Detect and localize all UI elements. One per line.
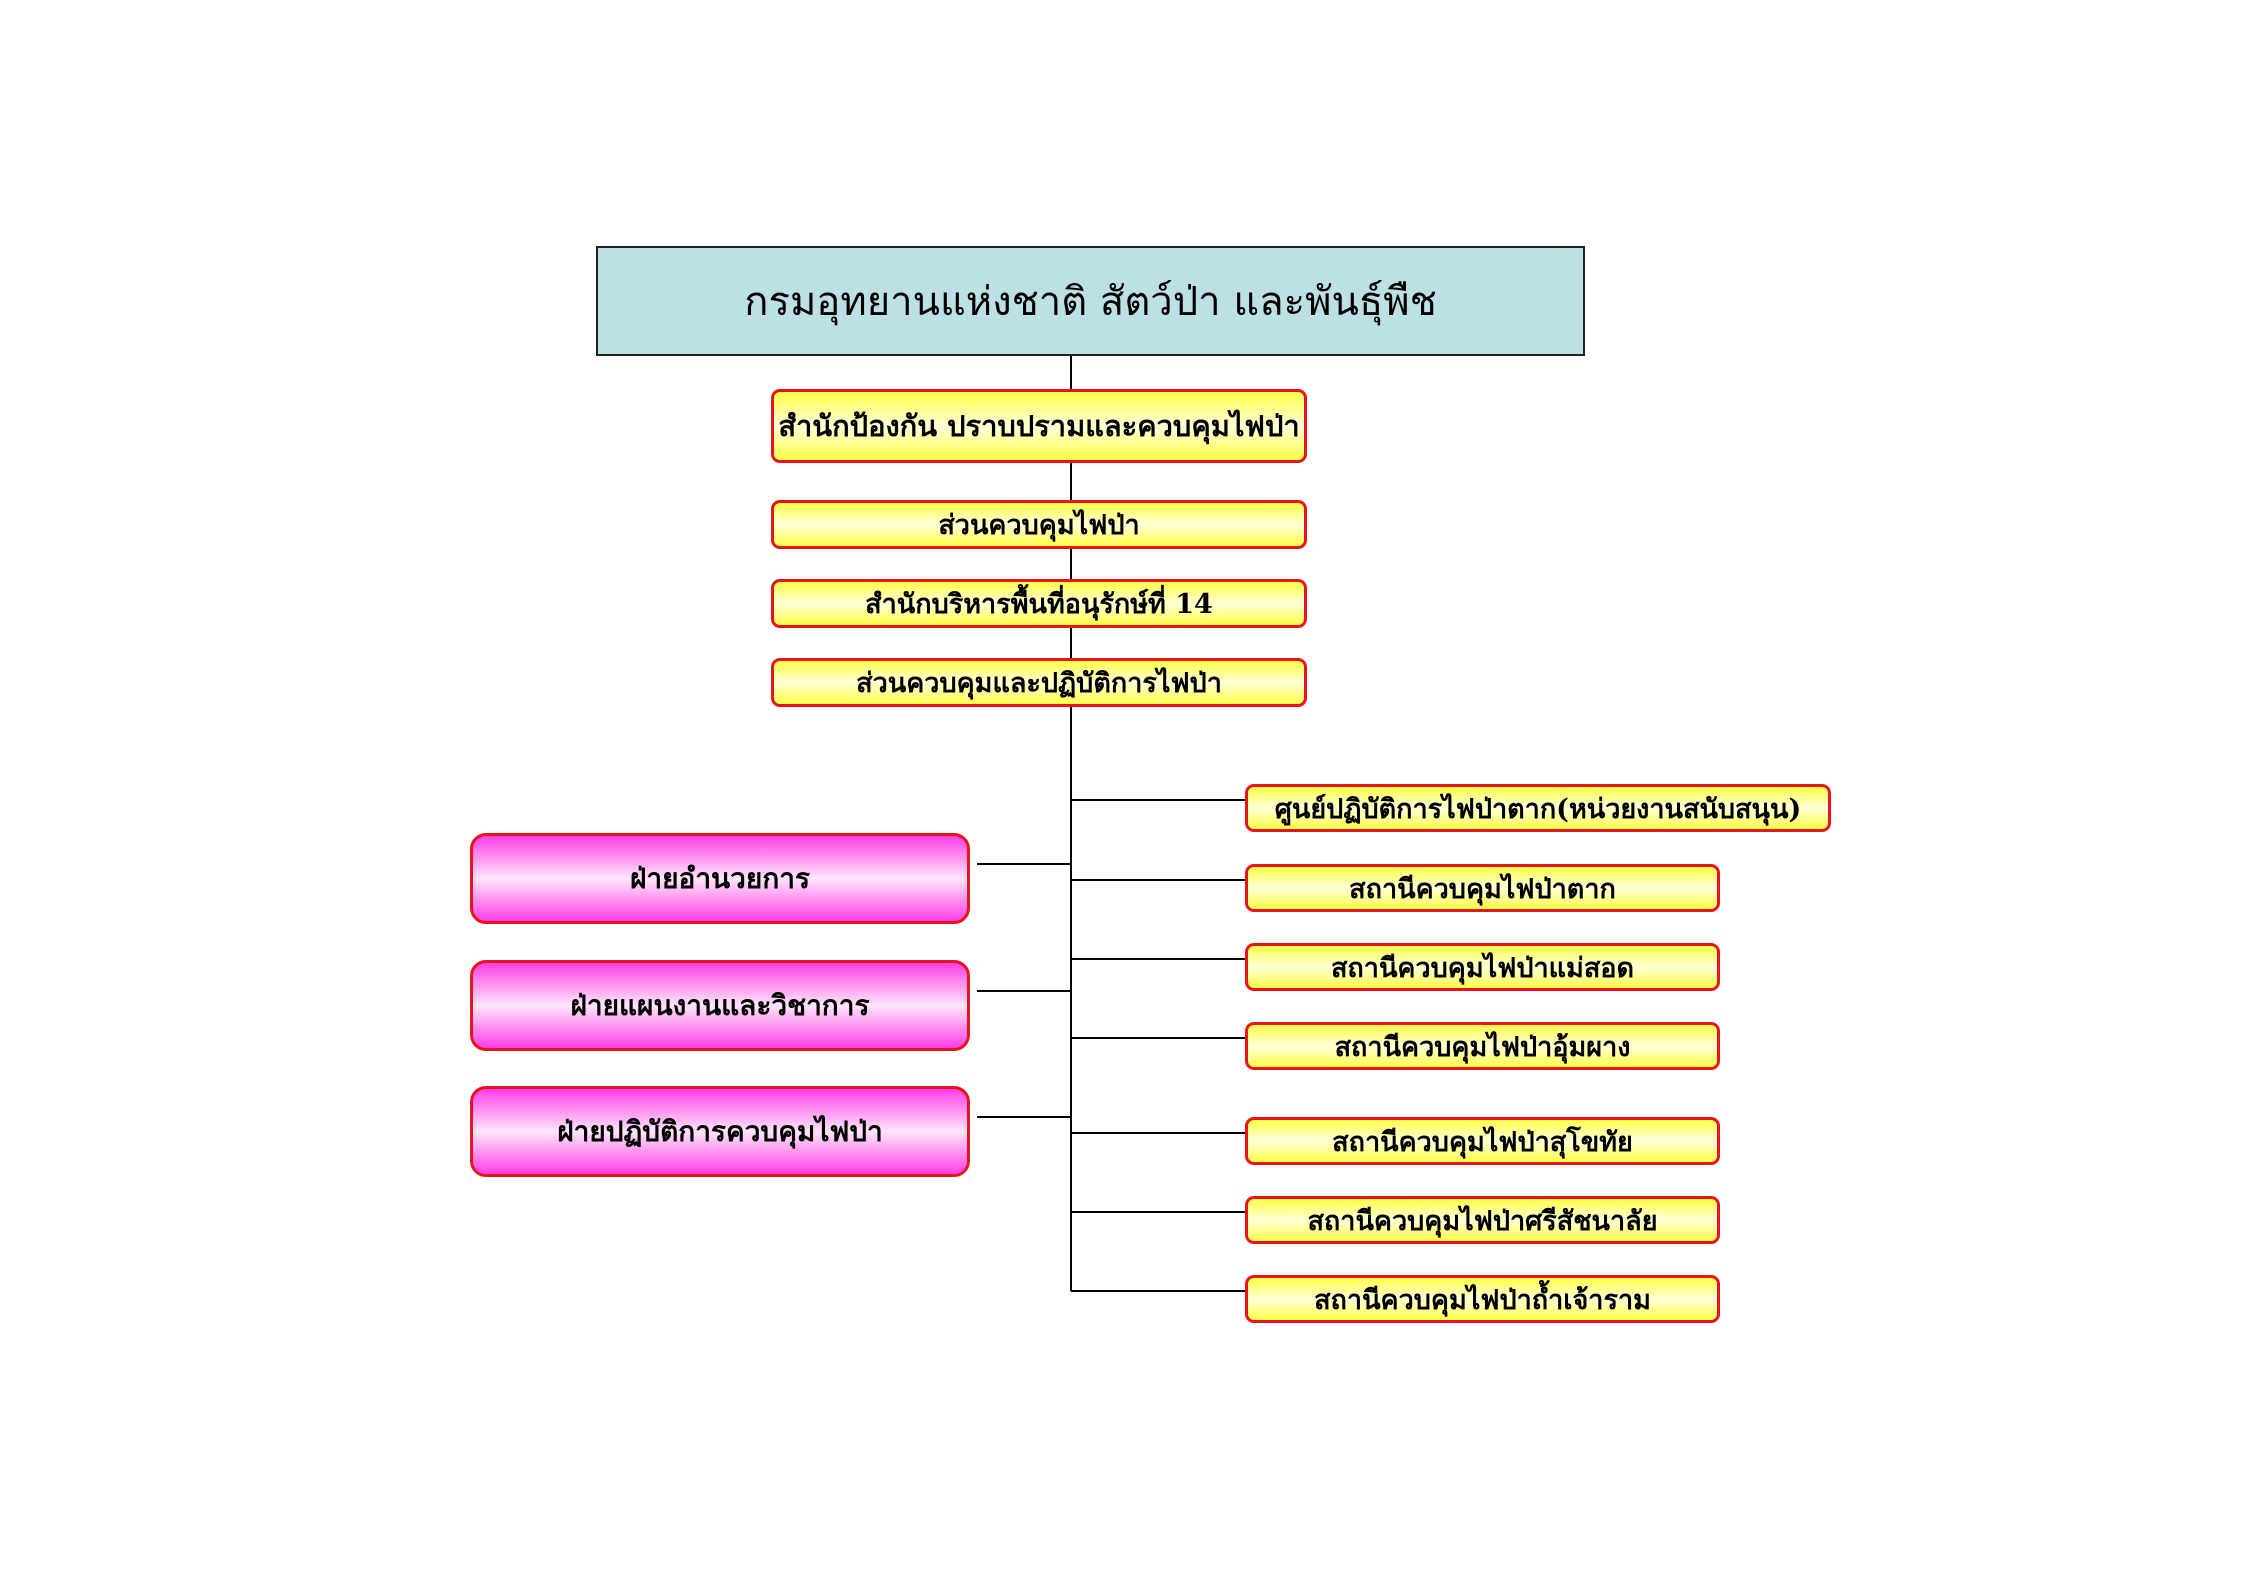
station-box: ศูนย์ปฏิบัติการไฟป่าตาก(หน่วยงานสนับสนุน… [1245,784,1831,832]
fire-control-division-label: ส่วนควบคุมไฟป่า [938,510,1140,541]
station-label: สถานีควบคุมไฟป่าถ้ำเจ้าราม [1314,1284,1651,1316]
conservation-area-office-label: สำนักบริหารพื้นที่อนุรักษ์ที่ 14 [865,589,1213,620]
section-label: ฝ่ายแผนงานและวิชาการ [570,988,870,1022]
station-label: สถานีควบคุมไฟป่าสุโขทัย [1332,1126,1633,1158]
fire-operations-division-label: ส่วนควบคุมและปฏิบัติการไฟป่า [856,668,1222,699]
station-box: สถานีควบคุมไฟป่าถ้ำเจ้าราม [1245,1275,1720,1323]
station-box: สถานีควบคุมไฟป่าแม่สอด [1245,943,1720,991]
station-box: สถานีควบคุมไฟป่าศรีสัชนาลัย [1245,1196,1720,1244]
bureau-box: สำนักป้องกัน ปราบปรามและควบคุมไฟป่า [771,389,1307,463]
fire-control-division-box: ส่วนควบคุมไฟป่า [771,500,1307,549]
station-box: สถานีควบคุมไฟป่าสุโขทัย [1245,1117,1720,1165]
section-label: ฝ่ายอำนวยการ [629,861,811,895]
section-box: ฝ่ายแผนงานและวิชาการ [470,960,970,1051]
station-label: สถานีควบคุมไฟป่าแม่สอด [1330,952,1635,984]
bureau-label: สำนักป้องกัน ปราบปรามและควบคุมไฟป่า [778,409,1300,443]
section-label: ฝ่ายปฏิบัติการควบคุมไฟป่า [557,1114,883,1148]
station-box: สถานีควบคุมไฟป่าตาก [1245,864,1720,912]
section-box: ฝ่ายอำนวยการ [470,833,970,924]
station-label: สถานีควบคุมไฟป่าศรีสัชนาลัย [1307,1205,1658,1237]
department-box: กรมอุทยานแห่งชาติ สัตว์ป่า และพันธุ์พืช [596,246,1585,356]
station-box: สถานีควบคุมไฟป่าอุ้มผาง [1245,1022,1720,1070]
fire-operations-division-box: ส่วนควบคุมและปฏิบัติการไฟป่า [771,658,1307,707]
station-label: สถานีควบคุมไฟป่าตาก [1349,873,1616,905]
section-box: ฝ่ายปฏิบัติการควบคุมไฟป่า [470,1086,970,1177]
department-label: กรมอุทยานแห่งชาติ สัตว์ป่า และพันธุ์พืช [744,279,1437,325]
station-label: สถานีควบคุมไฟป่าอุ้มผาง [1334,1031,1631,1063]
conservation-area-office-box: สำนักบริหารพื้นที่อนุรักษ์ที่ 14 [771,579,1307,628]
station-label: ศูนย์ปฏิบัติการไฟป่าตาก(หน่วยงานสนับสนุน… [1274,793,1802,825]
